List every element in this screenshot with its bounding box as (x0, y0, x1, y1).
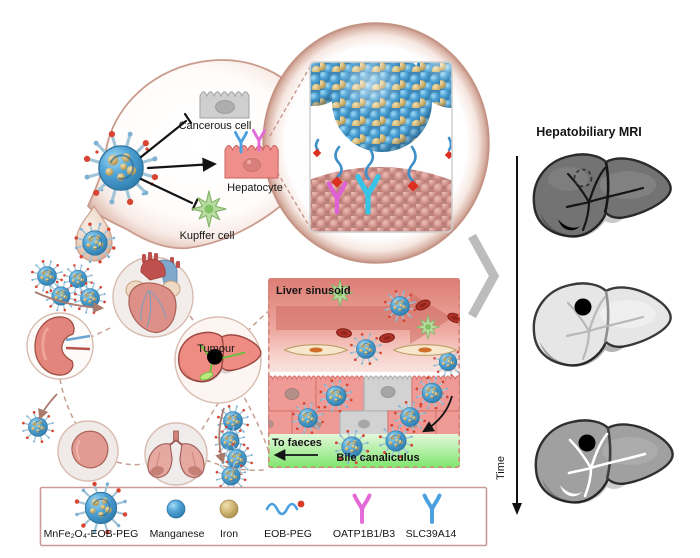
targeting-arrows (139, 112, 217, 211)
heart-circle (112, 252, 194, 338)
gallbladder (199, 371, 214, 381)
sinusoid-title: Liver sinusoid (276, 285, 351, 297)
mri-title: Hepatobiliary MRI (536, 125, 642, 139)
cell-membrane-surface (310, 167, 452, 232)
legend: MnFe₂O₄-EOB-PEG Manganese Iron EOB-PEG O… (39, 480, 488, 547)
kupffer-cell-label: Kupffer cell (180, 230, 235, 242)
legend-label: SLC39A14 (406, 528, 457, 540)
time-label: Time (495, 456, 507, 480)
spleen-icon (71, 430, 109, 469)
spleen-circle (57, 420, 119, 482)
hepatocyte-plate (268, 375, 460, 438)
legend-label: EOB-PEG (264, 528, 312, 540)
tumour-spot (207, 349, 223, 365)
tumour-liver-icon (177, 331, 262, 383)
tumour-label: Tumour (197, 343, 235, 355)
magnifier-dashed-lines (269, 64, 312, 230)
chevron-right-icon (468, 233, 500, 319)
mri-liver-mid (532, 282, 672, 367)
legend-label: Manganese (150, 528, 205, 540)
occult-tumour-outline (573, 168, 593, 188)
sinusoid-border (268, 278, 460, 468)
tumour-spot (578, 434, 596, 452)
hepatocyte-label: Hepatocyte (227, 182, 283, 194)
legend-box (39, 486, 488, 547)
mri-liver-early (532, 153, 672, 238)
iron-icon (219, 499, 239, 519)
lungs-icon (147, 430, 205, 478)
peg-ligands (314, 136, 452, 183)
kidney-circle (26, 312, 94, 380)
bile-canaliculus-zone (268, 434, 460, 468)
manganese-icon (166, 499, 186, 519)
mri-panel: Hepatobiliary MRI Time (495, 125, 674, 515)
lungs-circle (144, 422, 208, 486)
legend-label: Iron (220, 528, 238, 540)
eob-peg-icon (265, 500, 305, 516)
tumour-liver-circle: Tumour (174, 316, 262, 404)
excretion-arrow (421, 395, 453, 433)
cancerous-cell-label: Cancerous cell (179, 120, 252, 132)
hepatocyte-cell (224, 129, 279, 179)
administration-droplet (73, 204, 117, 265)
flow-arrow (276, 292, 452, 344)
liver-sinusoid-inset: Liver sinusoid To faeces Bile canaliculu… (268, 278, 460, 468)
to-faeces-label: To faeces (272, 437, 322, 449)
eob-moieties (312, 148, 452, 192)
endothelial-cell-icon (284, 344, 348, 356)
tumour-spot (574, 298, 592, 316)
molecular-inset (309, 61, 453, 233)
time-axis-arrowhead (512, 503, 522, 515)
kidney-icon (34, 316, 91, 376)
mri-liver-late (534, 419, 674, 504)
cancerous-cell (199, 91, 250, 119)
heart-icon (125, 252, 181, 333)
legend-label: MnFe₂O₄-EOB-PEG (44, 528, 139, 540)
endothelial-cell-icon (393, 344, 457, 356)
bile-canaliculus-label: Bile canaliculus (336, 452, 419, 464)
legend-label: OATP1B1/B3 (333, 528, 395, 540)
